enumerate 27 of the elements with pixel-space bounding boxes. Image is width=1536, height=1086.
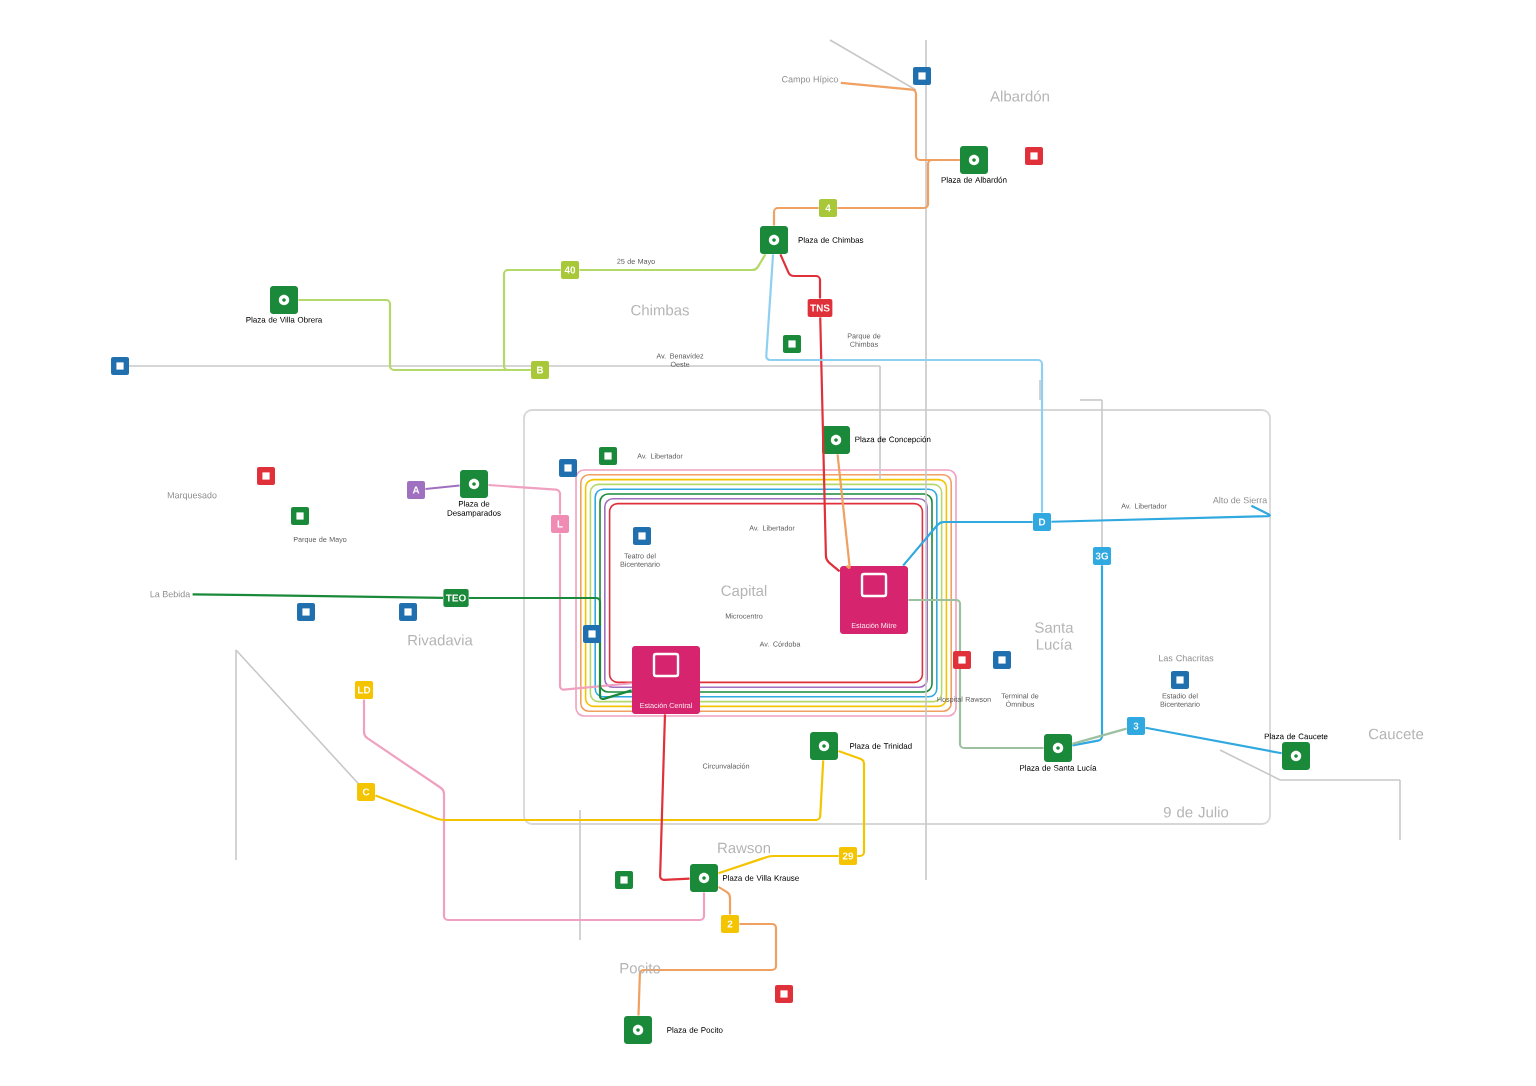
route-line <box>637 922 778 1016</box>
route-line <box>502 268 561 372</box>
route-line <box>772 206 819 226</box>
route-line <box>298 298 531 372</box>
route-line <box>488 483 562 515</box>
route-line <box>718 854 839 875</box>
route-line <box>1072 727 1127 745</box>
route-line <box>579 253 767 272</box>
route-line <box>837 158 960 210</box>
route-line <box>192 593 443 599</box>
route-line <box>902 520 1033 567</box>
route-line <box>1145 726 1282 755</box>
route-line <box>765 254 1044 513</box>
route-line <box>819 317 841 573</box>
route-line <box>908 598 1044 750</box>
route-line <box>836 454 851 569</box>
route-line <box>362 699 706 922</box>
route-line <box>469 596 632 701</box>
route-line <box>558 533 632 691</box>
route-line <box>779 253 822 299</box>
route-line <box>838 750 866 858</box>
route-line <box>425 484 460 491</box>
route-line <box>717 885 732 915</box>
route-line <box>1051 504 1271 523</box>
route-line <box>659 714 690 881</box>
route-line <box>1072 565 1104 747</box>
route-line <box>375 760 825 822</box>
